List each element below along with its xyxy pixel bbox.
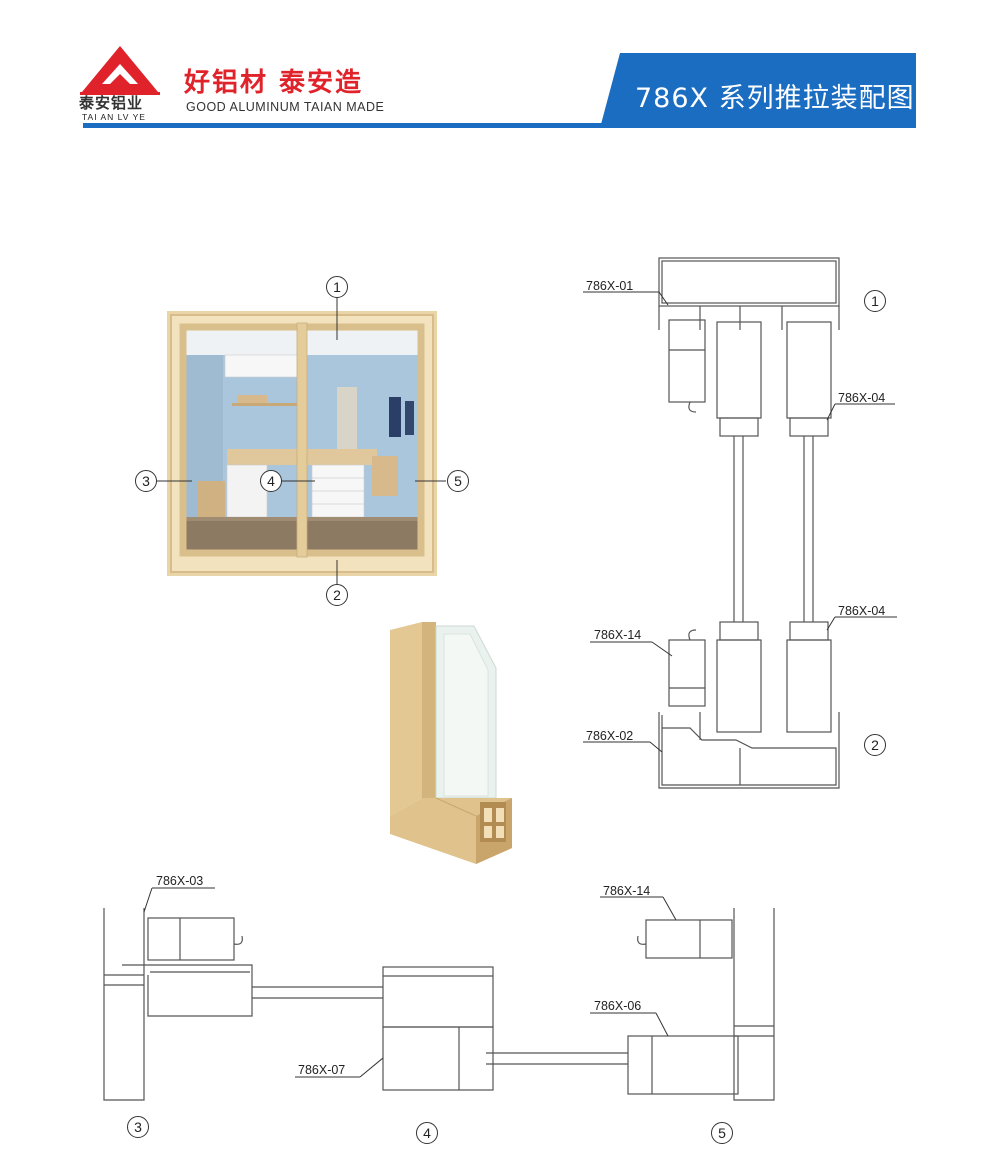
callout-3: 3 [135, 470, 157, 492]
label-786x-04-top: 786X-04 [838, 391, 886, 405]
label-786x-14-vertical: 786X-14 [594, 628, 642, 642]
label-786x-14-horizontal: 786X-14 [603, 884, 651, 898]
page-title: 786X 系列推拉装配图 [635, 83, 915, 114]
callout-4: 4 [260, 470, 282, 492]
callout-2: 2 [326, 584, 348, 606]
logo-chinese-name: 泰安铝业 [79, 94, 144, 112]
title-banner [600, 53, 916, 128]
label-786x-03: 786X-03 [156, 874, 204, 888]
callout-5: 5 [447, 470, 469, 492]
label-786x-06: 786X-06 [594, 999, 642, 1013]
window-room-illustration [167, 311, 437, 576]
section-callout-3: 3 [127, 1116, 149, 1138]
label-786x-07: 786X-07 [298, 1063, 346, 1077]
callout-1: 1 [326, 276, 348, 298]
section-callout-2: 2 [864, 734, 886, 756]
section-callout-4: 4 [416, 1122, 438, 1144]
slogan-chinese: 好铝材 泰安造 [184, 68, 364, 98]
header-divider-bar [83, 123, 916, 128]
label-786x-04-bottom: 786X-04 [838, 604, 886, 618]
profile-3d-corner-illustration [390, 622, 512, 864]
logo-mark-icon [80, 46, 160, 95]
logo-english-name: TAI AN LV YE [82, 112, 146, 122]
section-callout-5: 5 [711, 1122, 733, 1144]
slogan-english: GOOD ALUMINUM TAIAN MADE [186, 100, 385, 114]
section-callout-1: 1 [864, 290, 886, 312]
label-786x-02: 786X-02 [586, 729, 634, 743]
label-786x-01: 786X-01 [586, 279, 634, 293]
